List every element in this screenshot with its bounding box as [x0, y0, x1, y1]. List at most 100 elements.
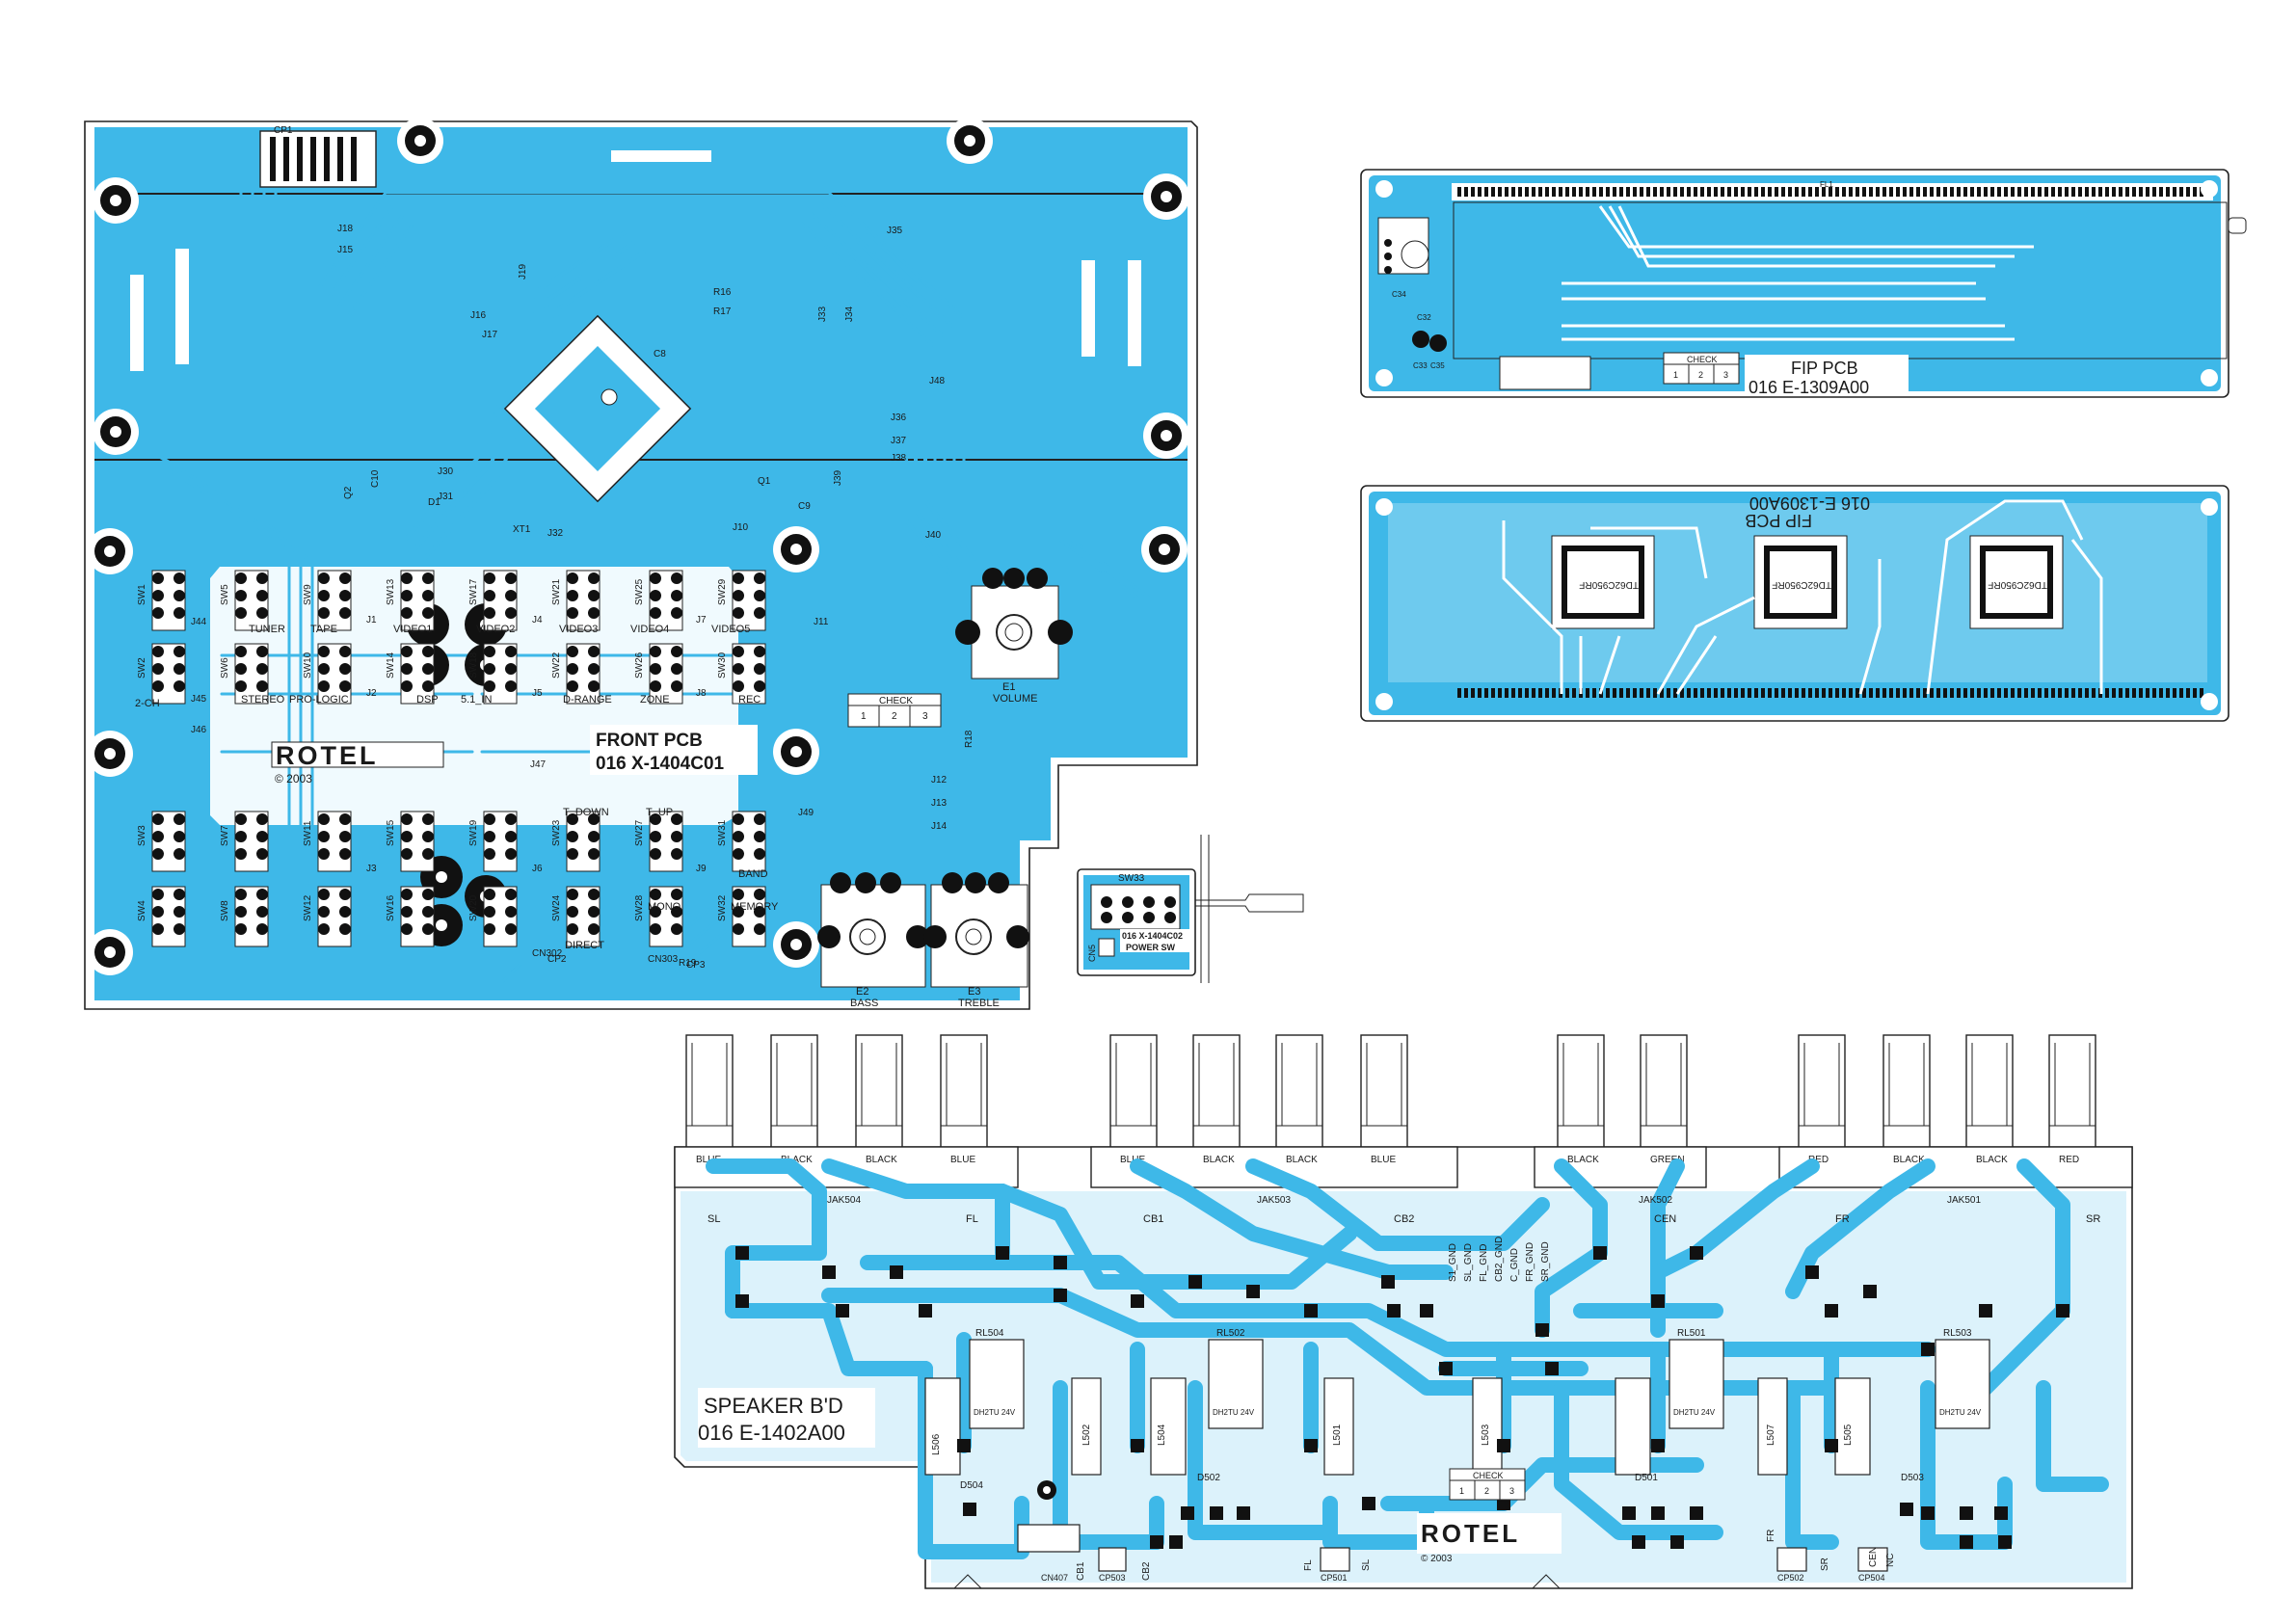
caption-mono: MONO [648, 901, 681, 913]
caption-t-down: T_DOWN [563, 807, 609, 818]
relay-spec-1: DH2TU 24V [974, 1408, 1016, 1417]
fip-bottom-title: FIP PCB [1745, 511, 1812, 530]
front-pcb-slot [1128, 260, 1141, 366]
jumper-ref-j10: J10 [733, 522, 749, 533]
terminal-color-1: BLACK [781, 1155, 813, 1165]
terminal-post [940, 1034, 988, 1148]
pad [1054, 1289, 1067, 1302]
jumper-ref-j46: J46 [191, 725, 207, 735]
pad [1387, 1304, 1401, 1318]
misc-ref-labels: CP1CP2CP3CN302CN303XT1Q1Q2C8C9C10D1R16R1… [274, 125, 974, 971]
speaker-check-label: CHECK [1473, 1471, 1504, 1480]
switch-footprint [566, 643, 601, 705]
switch-footprint [483, 643, 518, 705]
jumper-ref-j31: J31 [438, 492, 454, 502]
pad [1545, 1362, 1559, 1375]
switch-footprints [151, 570, 766, 947]
switch-footprint [483, 811, 518, 872]
fip-ic-label-3: TD62C950RF [1988, 579, 2047, 590]
jumper-ref-j4: J4 [532, 615, 543, 626]
terminal-post [1109, 1034, 1158, 1148]
jumper-ref-j44: J44 [191, 617, 207, 627]
front-pcb: TUNER TAPE VIDEO1 VIDEO2 VIDEO3 VIDEO4 V… [84, 118, 1198, 1010]
switch-ref-sw30: SW30 [717, 652, 728, 679]
switch-footprint [400, 811, 435, 872]
terminal-color-9: GREEN [1650, 1155, 1685, 1165]
fip-check-col-2: 2 [1698, 370, 1703, 380]
diode-d502: D502 [1197, 1473, 1220, 1483]
switch-ref-sw31: SW31 [717, 819, 728, 846]
switch-footprint [649, 643, 683, 705]
switch-footprint [732, 570, 766, 631]
jumper-ref-j36: J36 [891, 413, 907, 423]
connector-cp501: CP501 [1321, 1573, 1348, 1583]
speaker-check-col-3: 3 [1509, 1486, 1514, 1496]
switch-ref-sw6: SW6 [220, 657, 230, 679]
front-check-box: CHECK 1 2 3 [847, 693, 942, 728]
diode-d501: D501 [1635, 1473, 1658, 1483]
switch-ref-sw19: SW19 [468, 819, 479, 846]
power-sw-part-no: 016 X-1404C02 [1122, 931, 1183, 941]
relay-spec-3: DH2TU 24V [1673, 1408, 1716, 1417]
speaker-diode-labels: D502 D501 D503 D504 [960, 1473, 1924, 1491]
switch-footprint [234, 643, 269, 705]
caption-2ch: 2-CH [135, 698, 160, 709]
misc-ref-cp2: CP2 [547, 954, 567, 965]
jumper-ref-j47: J47 [530, 759, 547, 770]
relay-rl502: RL502 [1216, 1328, 1245, 1339]
switch-ref-sw20: SW20 [468, 894, 479, 921]
speaker-bottom-label-1: SL [1361, 1558, 1372, 1571]
connector-cp1 [259, 130, 377, 188]
speaker-relay-labels: RL504 RL502 RL501 RL503 DH2TU 24V DH2TU … [974, 1328, 1982, 1417]
switch-footprint [649, 811, 683, 872]
misc-ref-r19: R19 [679, 958, 697, 969]
jack-jak501: JAK501 [1947, 1195, 1981, 1206]
speaker-bottom-connectors [1017, 1524, 1888, 1572]
jumper-ref-j11: J11 [814, 617, 829, 627]
switch-ref-sw11: SW11 [303, 820, 313, 846]
jumper-ref-j18: J18 [337, 224, 354, 234]
relay-spec-4: DH2TU 24V [1939, 1408, 1982, 1417]
pad [1169, 1535, 1183, 1549]
pad [963, 1503, 976, 1516]
front-pcb-logo: ROTEL © 2003 [271, 741, 444, 785]
jumper-ref-j33: J33 [817, 306, 828, 322]
misc-ref-cp1: CP1 [274, 125, 293, 136]
pad [1246, 1285, 1260, 1298]
pad [735, 1294, 749, 1308]
pad [1863, 1285, 1877, 1298]
bass-pot: E2 BASS [817, 872, 929, 1009]
pad [1825, 1439, 1838, 1452]
jumper-ref-j49: J49 [798, 808, 814, 818]
power-sw-caption: POWER SW [1126, 943, 1176, 952]
speaker-relays [924, 1339, 1990, 1476]
volume-label: VOLUME [993, 693, 1037, 705]
coil-l506: L506 [931, 1433, 942, 1455]
coil-l505: L505 [1843, 1424, 1854, 1446]
switch-ref-sw13: SW13 [386, 578, 396, 605]
switch-footprint [732, 643, 766, 705]
gnd-label-3: CB2_GND [1494, 1237, 1505, 1282]
misc-ref-r17: R17 [713, 306, 732, 317]
fip-bottom-pin-row [1457, 688, 2203, 698]
misc-ref-c9: C9 [798, 501, 811, 512]
pad [1921, 1343, 1935, 1356]
misc-ref-c8: C8 [654, 349, 666, 359]
switch-footprint [566, 570, 601, 631]
gnd-label-0: S1_GND [1448, 1243, 1458, 1282]
misc-ref-r16: R16 [713, 287, 732, 298]
mcu-chip [503, 314, 692, 503]
front-pcb-slot [130, 275, 144, 371]
misc-ref-cn302: CN302 [532, 948, 563, 959]
pad [1304, 1439, 1318, 1452]
front-title-backing [590, 725, 758, 775]
pad [1998, 1535, 2012, 1549]
speaker-bottom-label-4: CEN [1868, 1547, 1879, 1567]
switch-ref-sw4: SW4 [137, 900, 147, 921]
fip-top-pin-row [1457, 187, 2203, 197]
fip-check-label: CHECK [1687, 355, 1718, 364]
fip-check-col-1: 1 [1673, 370, 1678, 380]
terminal-color-11: BLACK [1893, 1155, 1925, 1165]
speaker-terminal-posts [685, 1034, 2096, 1148]
